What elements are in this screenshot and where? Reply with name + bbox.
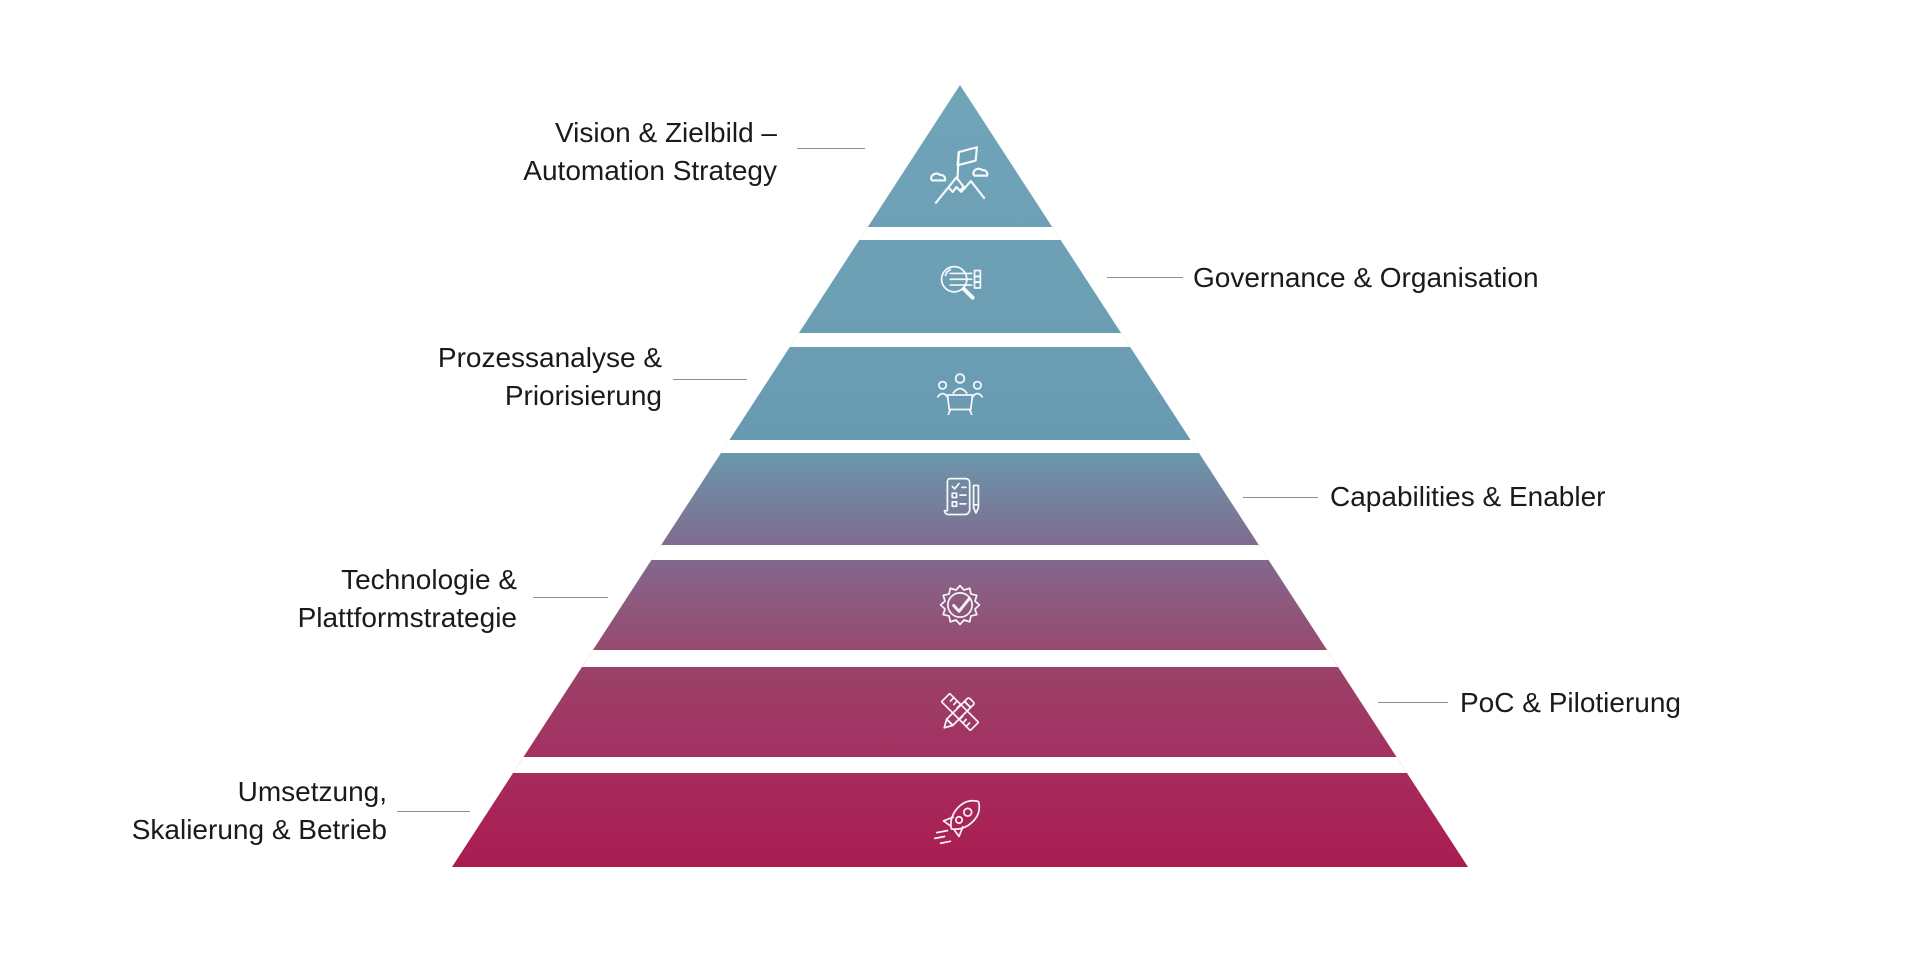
connector-line — [533, 597, 608, 598]
checklist-document-pen-icon — [929, 468, 991, 530]
label-text: PoC & Pilotierung — [1460, 687, 1682, 718]
certified-badge-check-icon — [929, 574, 991, 636]
label-text: Capabilities & Enabler — [1330, 481, 1606, 512]
ruler-and-pencil-icon — [929, 681, 991, 743]
label-capabilities-enabler: Capabilities & Enabler — [1330, 478, 1606, 516]
connector-line — [1107, 277, 1183, 278]
label-poc-pilotierung: PoC & Pilotierung — [1460, 684, 1681, 722]
label-text: Vision & Zielbild – — [554, 117, 777, 148]
team-meeting-icon — [929, 363, 991, 425]
label-text: Technologie & — [341, 564, 517, 595]
band-separator — [452, 757, 1468, 773]
label-umsetzung-skalierung-betrieb: Umsetzung, Skalierung & Betrieb — [132, 773, 387, 849]
label-text: Umsetzung, — [237, 776, 387, 807]
pyramid — [452, 85, 1468, 867]
connector-line — [797, 148, 865, 149]
label-text: Governance & Organisation — [1193, 262, 1539, 293]
connector-line — [1378, 702, 1448, 703]
magnifier-checklist-icon — [929, 256, 991, 318]
label-text: Prozessanalyse & — [437, 342, 662, 373]
connector-line — [673, 379, 747, 380]
label-vision-zielbild: Vision & Zielbild – Automation Strategy — [523, 114, 777, 190]
band-separator — [452, 440, 1468, 453]
label-text: Skalierung & Betrieb — [131, 814, 387, 845]
connector-line — [1243, 497, 1318, 498]
label-text: Priorisierung — [504, 380, 662, 411]
label-prozessanalyse-priorisierung: Prozessanalyse & Priorisierung — [438, 339, 662, 415]
band-separator — [452, 545, 1468, 560]
label-text: Automation Strategy — [523, 155, 777, 186]
band-separator — [452, 227, 1468, 240]
flag-on-mountain-icon — [921, 140, 999, 210]
connector-line — [397, 811, 470, 812]
rocket-launch-icon — [929, 789, 991, 851]
label-technologie-plattformstrategie: Technologie & Plattformstrategie — [298, 561, 517, 637]
label-governance-organisation: Governance & Organisation — [1193, 259, 1539, 297]
band-separator — [452, 650, 1468, 667]
label-text: Plattformstrategie — [297, 602, 517, 633]
